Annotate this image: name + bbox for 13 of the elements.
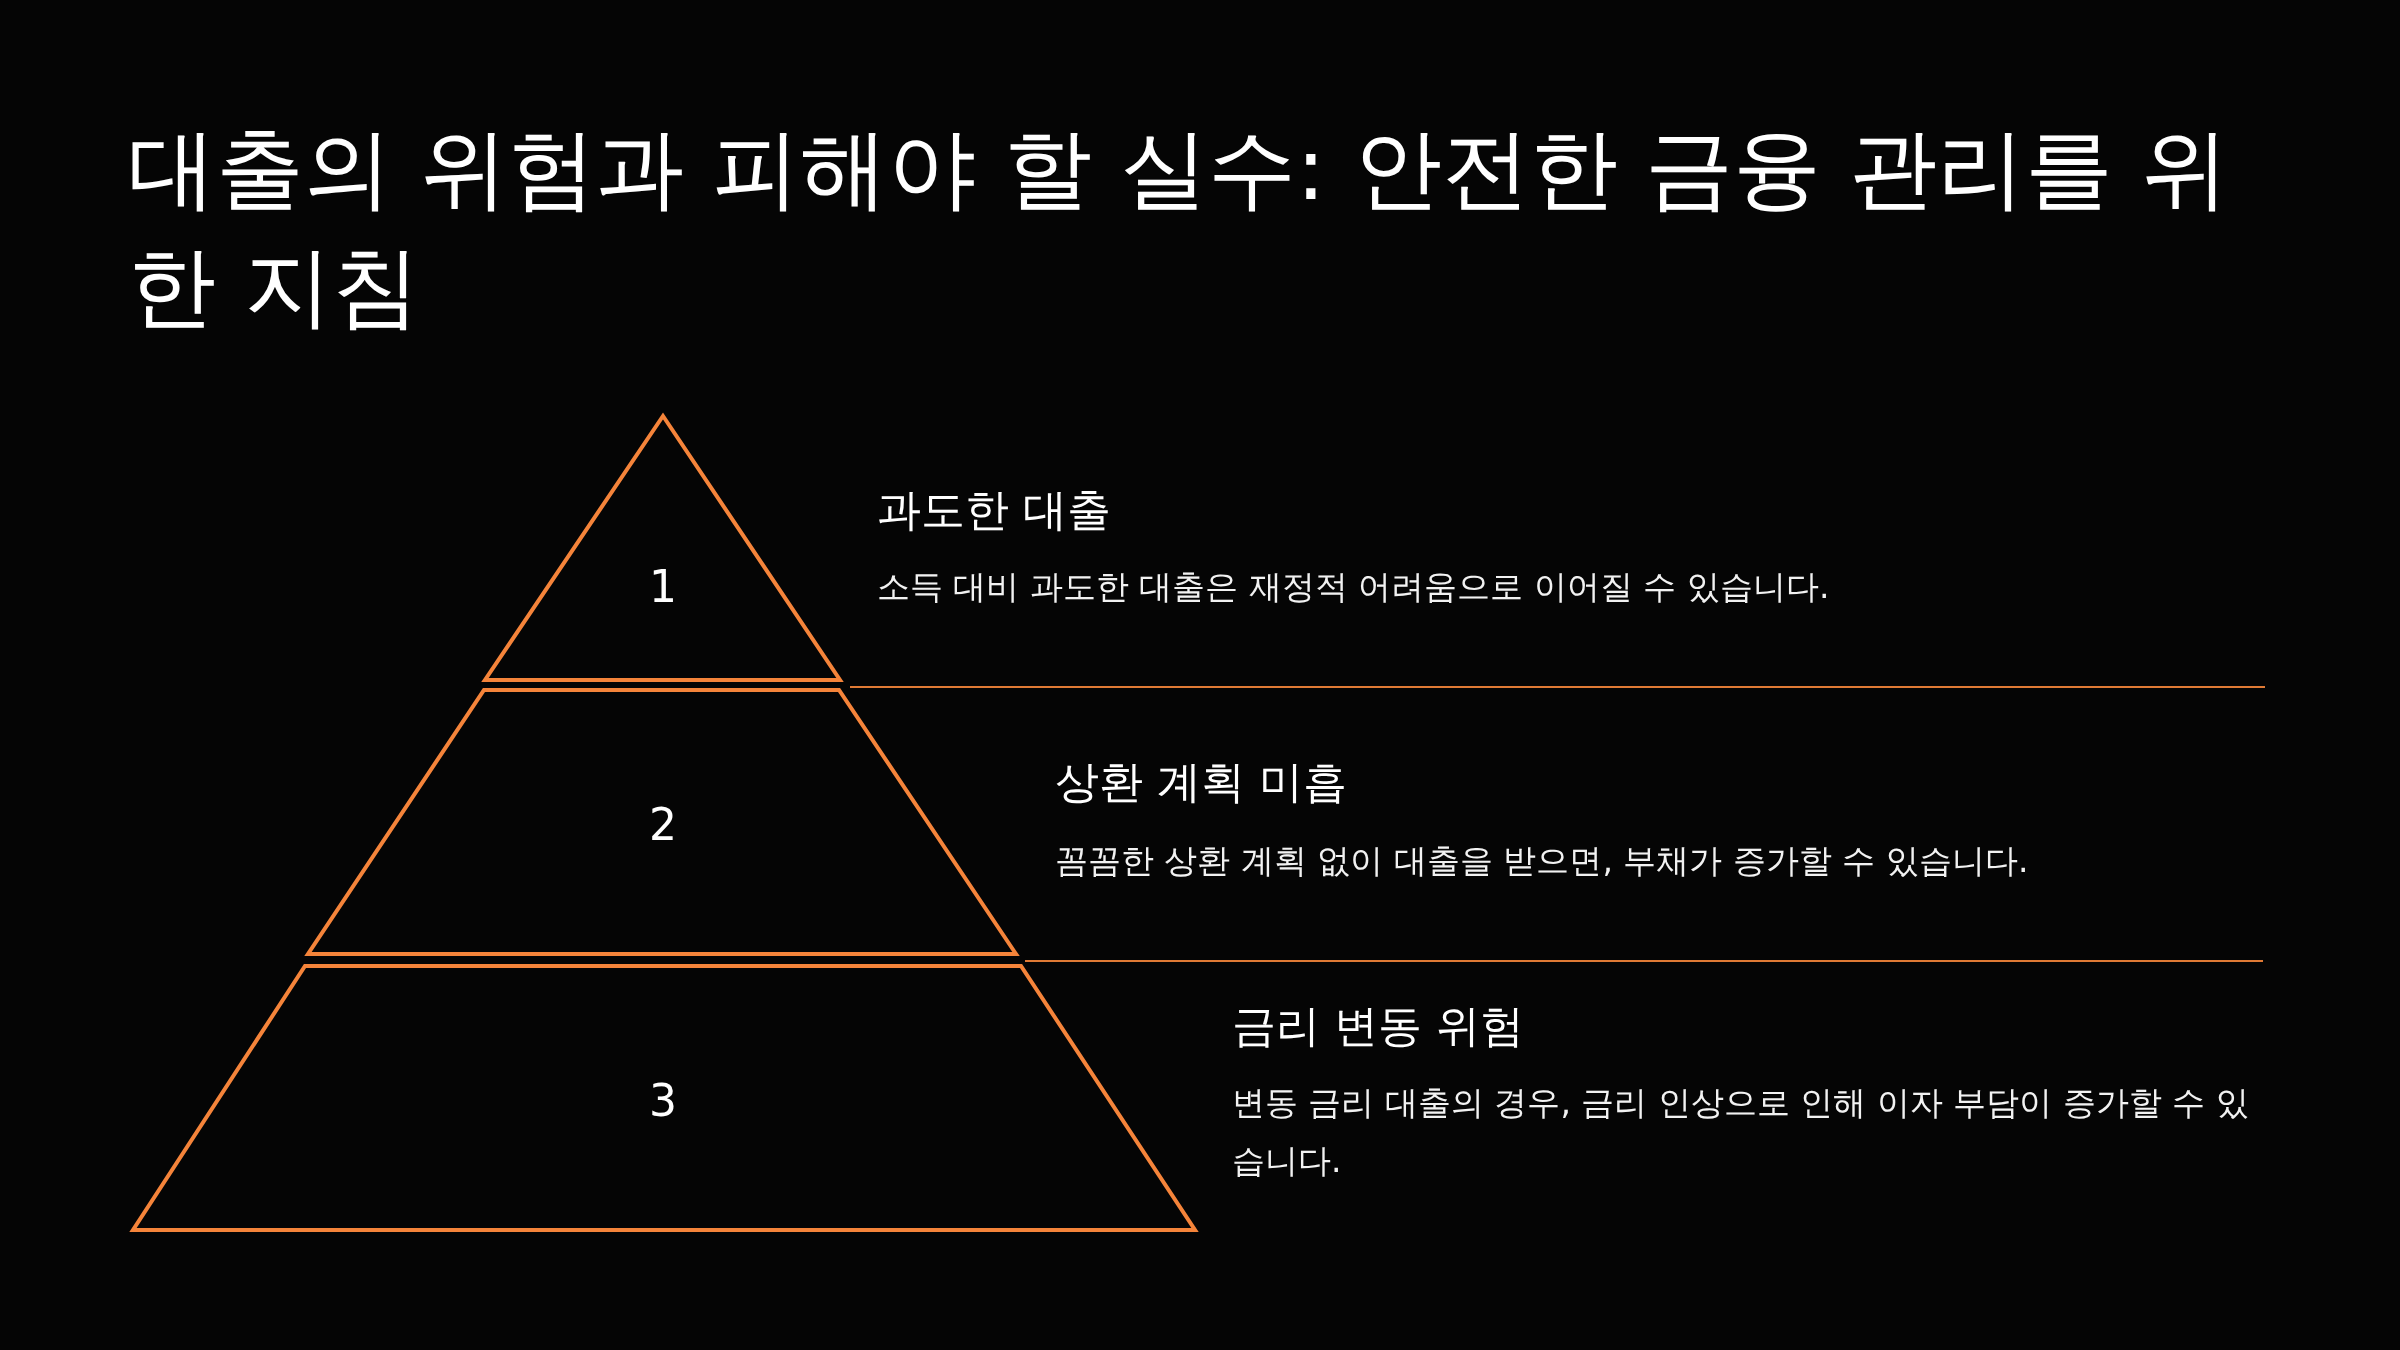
description: 변동 금리 대출의 경우, 금리 인상으로 인해 이자 부담이 증가할 수 있습니다. <box>1232 1082 2250 1182</box>
heading: 금리 변동 위험 <box>1232 999 1524 1053</box>
layer-number: 3 <box>649 1074 677 1126</box>
layer-number: 1 <box>649 560 677 612</box>
pyramid-layer <box>306 688 1018 956</box>
layer-number: 2 <box>649 798 677 850</box>
description: 소득 대비 과도한 대출은 재정적 어려움으로 이어질 수 있습니다. <box>877 566 1830 608</box>
description: 꼼꼼한 상환 계획 없이 대출을 받으면, 부채가 증가할 수 있습니다. <box>1055 840 2029 882</box>
pyramid-layer <box>131 964 1197 1232</box>
title: 대출의 위험과 피해야 할 실수: 안전한 금융 관리를 위한 지침 <box>128 116 2231 340</box>
pyramid-layer <box>483 414 842 682</box>
heading: 과도한 대출 <box>877 483 1111 537</box>
heading: 상환 계획 미흡 <box>1055 755 1347 809</box>
